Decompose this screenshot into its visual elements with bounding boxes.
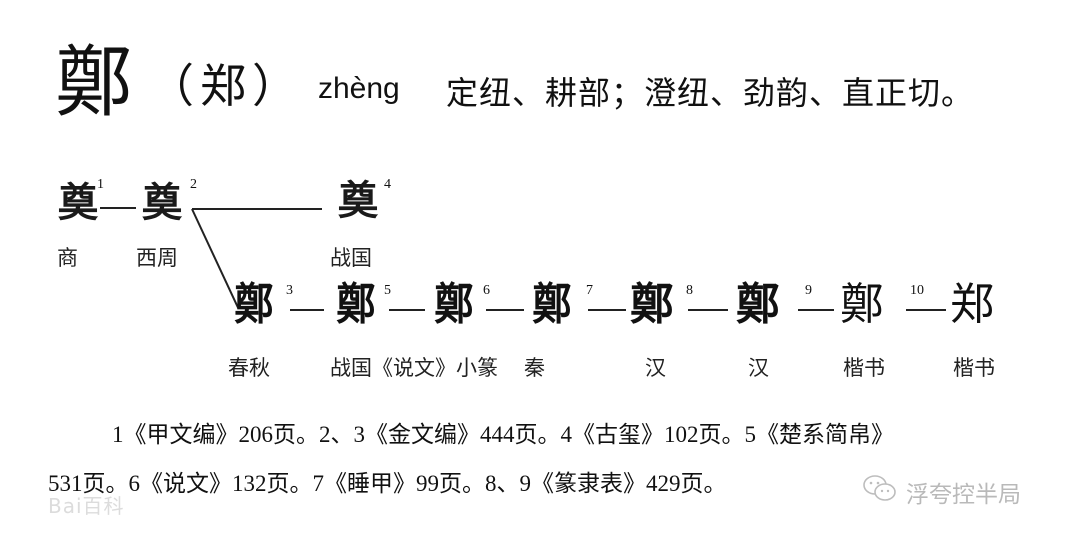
- glyph-kaishu-simplified: 郑: [950, 279, 994, 330]
- connector-line: [798, 309, 834, 311]
- period-label: 商: [57, 246, 78, 270]
- phonology-note: 定纽、耕部；澄纽、劲韵、直正切。: [446, 74, 975, 112]
- period-label: 楷书: [843, 356, 885, 380]
- ref-num: 6: [483, 283, 490, 298]
- ref-num: 2: [190, 177, 197, 192]
- period-label: 战国: [330, 356, 372, 380]
- ref-num: 4: [384, 177, 391, 192]
- period-label: 春秋: [228, 356, 270, 380]
- glyph-kaishu-traditional: 鄭: [840, 279, 884, 330]
- period-label: 秦: [524, 356, 545, 380]
- ref-num: 3: [286, 283, 293, 298]
- glyph-western-zhou: 奠: [142, 179, 182, 226]
- connector-line: [192, 208, 322, 210]
- wechat-account-name: 浮夸控半局: [906, 482, 1021, 508]
- connector-line: [389, 309, 425, 311]
- baidu-watermark: Bai百科: [48, 494, 125, 518]
- glyph-han-1: 鄭: [630, 279, 674, 330]
- glyph-shuowen-seal: 鄭: [434, 279, 474, 330]
- glyph-spring-autumn: 鄭: [234, 279, 274, 330]
- glyph-shang: 奠: [58, 179, 98, 226]
- connector-line: [906, 309, 946, 311]
- ref-num: 7: [586, 283, 593, 298]
- traditional-character: 鄭: [55, 38, 134, 128]
- period-label: 《说文》小篆: [372, 356, 498, 380]
- ref-num: 1: [97, 177, 104, 192]
- pinyin: zhèng: [318, 72, 400, 105]
- period-label: 战国: [330, 246, 372, 270]
- connector-line: [588, 309, 626, 311]
- glyph-warring-states-2: 鄭: [336, 279, 376, 330]
- glyph-warring-states: 奠: [338, 177, 378, 224]
- ref-num: 10: [910, 283, 924, 298]
- glyph-qin: 鄭: [532, 279, 572, 330]
- ref-num: 8: [686, 283, 693, 298]
- period-label: 西周: [136, 246, 178, 270]
- branch-line: [191, 208, 240, 310]
- glyph-han-2: 鄭: [736, 279, 780, 330]
- period-label: 汉: [645, 356, 666, 380]
- references-line-1: 1《甲文编》206页。2、3《金文编》444页。4《古玺》102页。5《楚系简帛…: [112, 422, 894, 447]
- connector-line: [290, 309, 324, 311]
- simplified-character: （郑）: [148, 59, 304, 113]
- ref-num: 9: [805, 283, 812, 298]
- period-label: 楷书: [953, 356, 995, 380]
- connector-line: [688, 309, 728, 311]
- connector-line: [486, 309, 524, 311]
- connector-line: [100, 207, 136, 209]
- references-line-2: 531页。6《说文》132页。7《睡甲》99页。8、9《篆隶表》429页。: [48, 471, 727, 496]
- period-label: 汉: [748, 356, 769, 380]
- ref-num: 5: [384, 283, 391, 298]
- wechat-watermark: 浮夸控半局: [862, 474, 1021, 510]
- wechat-icon: [862, 474, 898, 510]
